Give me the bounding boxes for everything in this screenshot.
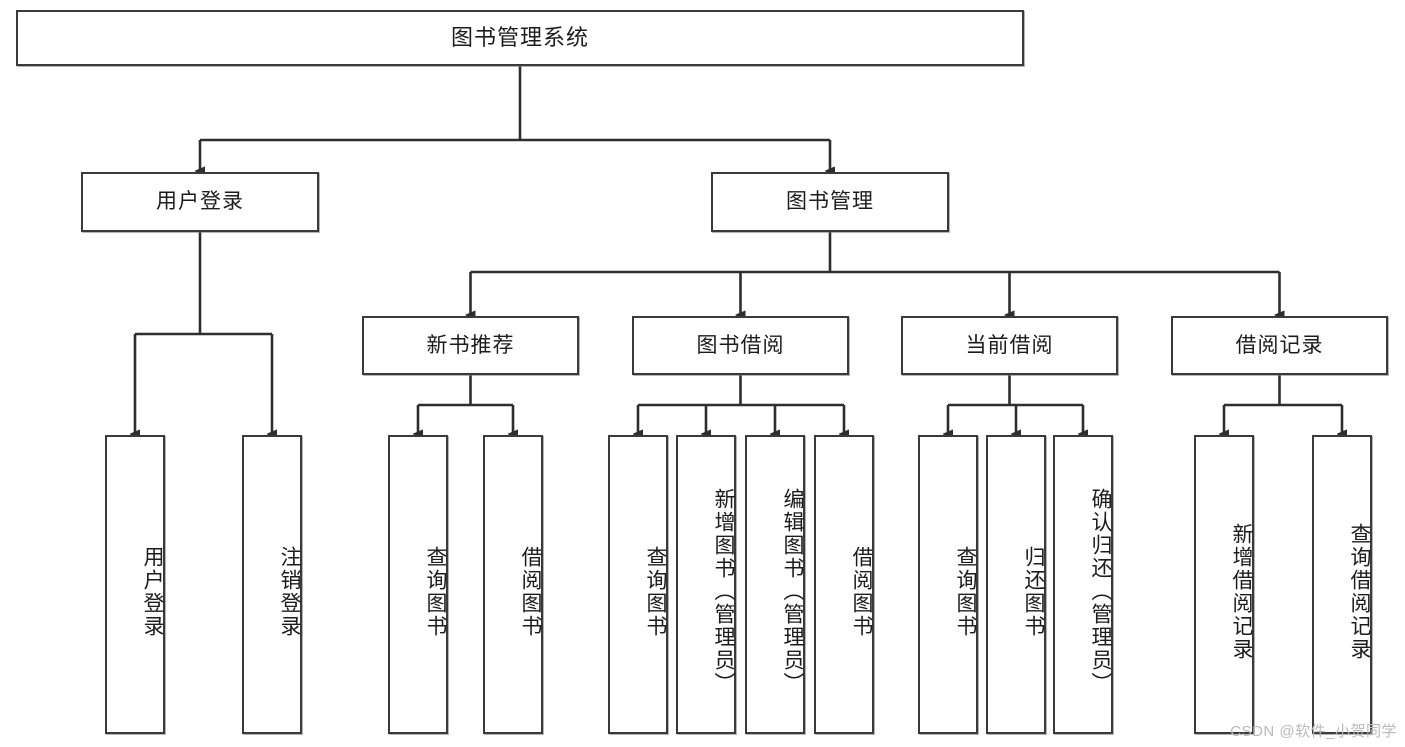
node-label: 新增借阅记录 xyxy=(1230,522,1253,661)
node-l5[interactable]: 查询图书 xyxy=(608,435,668,734)
node-label: 图书管理 xyxy=(786,190,874,214)
node-l10[interactable]: 归还图书 xyxy=(986,435,1046,734)
node-login[interactable]: 用户登录 xyxy=(81,172,319,232)
node-borrow[interactable]: 图书借阅 xyxy=(632,316,849,375)
node-l6[interactable]: 新增图书（管理员） xyxy=(676,435,736,734)
node-label: 当前借阅 xyxy=(965,333,1054,357)
node-l8[interactable]: 借阅图书 xyxy=(814,435,874,734)
node-label: 新书推荐 xyxy=(426,333,515,357)
node-label: 查询图书 xyxy=(954,545,977,638)
node-label: 用户登录 xyxy=(156,190,244,214)
node-label: 借阅图书 xyxy=(850,545,873,638)
node-l2[interactable]: 注销登录 xyxy=(242,435,302,734)
node-l12[interactable]: 新增借阅记录 xyxy=(1194,435,1254,734)
node-l11[interactable]: 确认归还（管理员） xyxy=(1053,435,1113,734)
node-label: 查询图书 xyxy=(424,545,447,638)
node-label: 借阅图书 xyxy=(519,545,542,638)
node-label: 用户登录 xyxy=(141,545,164,638)
node-label: 新增图书（管理员） xyxy=(712,488,735,695)
node-l4[interactable]: 借阅图书 xyxy=(483,435,543,734)
node-root[interactable]: 图书管理系统 xyxy=(16,10,1024,66)
watermark-text: CSDN @软件_小贺同学 xyxy=(1230,723,1397,740)
node-l3[interactable]: 查询图书 xyxy=(388,435,448,734)
node-bookmgmt[interactable]: 图书管理 xyxy=(711,172,949,232)
node-label: 编辑图书（管理员） xyxy=(781,488,804,695)
node-current[interactable]: 当前借阅 xyxy=(901,316,1118,375)
node-records[interactable]: 借阅记录 xyxy=(1171,316,1388,375)
node-l7[interactable]: 编辑图书（管理员） xyxy=(745,435,805,734)
node-newbook[interactable]: 新书推荐 xyxy=(362,316,579,375)
node-l1[interactable]: 用户登录 xyxy=(105,435,165,734)
node-label: 注销登录 xyxy=(278,545,301,638)
node-label: 图书管理系统 xyxy=(450,24,589,50)
node-label: 确认归还（管理员） xyxy=(1089,488,1112,695)
node-label: 查询借阅记录 xyxy=(1348,522,1371,661)
node-l13[interactable]: 查询借阅记录 xyxy=(1312,435,1372,734)
node-label: 查询图书 xyxy=(644,545,667,638)
node-label: 借阅记录 xyxy=(1235,333,1324,357)
node-label: 归还图书 xyxy=(1022,545,1045,638)
node-l9[interactable]: 查询图书 xyxy=(918,435,978,734)
node-label: 图书借阅 xyxy=(696,333,785,357)
